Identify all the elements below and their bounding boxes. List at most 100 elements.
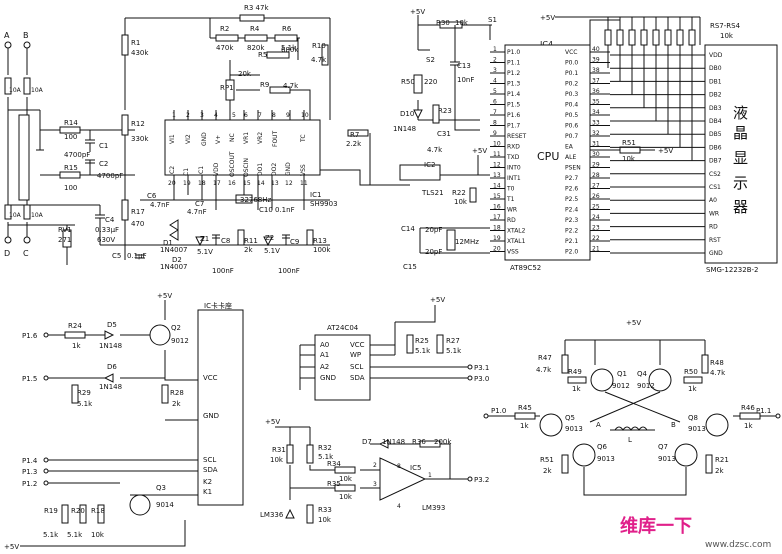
port-p32-label: P3.2: [474, 476, 489, 484]
ic1-pin-fout: FOUT: [272, 130, 279, 147]
cpu-label: CPU: [537, 150, 559, 163]
d10-label: D10: [400, 110, 414, 118]
r33-label: R33: [318, 506, 332, 514]
r45-label: R45: [518, 404, 532, 412]
port-p12[interactable]: [43, 480, 49, 486]
diode-d1: [169, 219, 179, 231]
rv1: [62, 229, 72, 248]
shunt-resistor: [18, 114, 30, 201]
mcu-right-pin-label: P0.5: [565, 112, 578, 119]
ic5-part: LM393: [422, 504, 445, 512]
d5-value: 1N148: [99, 342, 122, 350]
mcu-right-pin-num: 32: [592, 130, 600, 137]
lcd-char-2: 晶: [733, 124, 748, 142]
mcu-left-pin-num: 8: [493, 120, 497, 127]
mcu-right-pin-num: 35: [592, 99, 600, 106]
r35-value: 10k: [339, 493, 353, 501]
r9-value: 4.7k: [283, 82, 299, 90]
r49-value: 1k: [572, 385, 581, 393]
r27-label: R27: [446, 337, 460, 345]
port-p10-hb[interactable]: [483, 413, 489, 419]
port-p11-hb[interactable]: [775, 413, 781, 419]
port-p13[interactable]: [43, 468, 49, 474]
lcd-part: SMG-12232B-2: [706, 266, 758, 274]
r29-label: R29: [77, 389, 91, 397]
lcd-pin-label: VDD: [709, 52, 723, 59]
port-p14[interactable]: [43, 457, 49, 463]
r51-value: 10k: [622, 155, 636, 163]
ic1-pin-vi2: VI2: [185, 134, 192, 144]
r23: [432, 104, 440, 124]
pullup-resistor: [604, 29, 612, 46]
d10-value: 1N148: [393, 125, 416, 133]
ic1-sh9903: IC1 SH9903 VI1 VI2 GND V+ NC VR1 VR2 FOU…: [164, 110, 338, 210]
terminal-a[interactable]: [4, 41, 12, 49]
r15-value: 100: [64, 184, 77, 192]
mcu-left-pin-label: P1.6: [507, 112, 520, 119]
ic-card-section: IC卡卡座 VCC GND SCL SDA K2 K1 +5V Q2 9012 …: [4, 292, 244, 551]
lcd-pin-label: DB5: [709, 131, 722, 138]
terminal-c[interactable]: [23, 236, 31, 244]
mcu-left-pin-num: 2: [493, 57, 497, 64]
mcu-right-pin-num: 38: [592, 67, 600, 74]
port-p15[interactable]: [43, 375, 49, 381]
mcu-left-pin-num: 10: [493, 141, 501, 148]
mcu-left-pin-num: 20: [493, 246, 501, 253]
terminal-b[interactable]: [23, 41, 31, 49]
q3: [129, 494, 151, 516]
ic4-body: [504, 44, 591, 261]
crystal-12mhz-label: 12MHz: [455, 238, 479, 246]
mcu-right-pin-label: P0.2: [565, 81, 578, 88]
terminal-d[interactable]: [4, 236, 12, 244]
r48-label: R48: [710, 359, 724, 367]
mcu-left-pin-label: WR: [507, 207, 517, 214]
q5-value: 9013: [565, 425, 583, 433]
ic1-pin-vi1: VI1: [169, 134, 176, 144]
r33-value: 10k: [318, 516, 332, 524]
port-p30-label: P3.0: [474, 375, 489, 383]
eeprom-vcc: VCC: [350, 341, 365, 349]
r2-label: R2: [220, 25, 229, 33]
r13-label: R13: [313, 237, 327, 245]
r50-label: R50: [684, 368, 698, 376]
ic1-pin-vr2: VR2: [257, 132, 264, 144]
port-p31[interactable]: [467, 364, 473, 370]
r34-comp: [334, 466, 356, 474]
lcd-pin-label: DB2: [709, 92, 722, 99]
ic-card-pin-gnd: GND: [203, 412, 219, 420]
port-p30[interactable]: [467, 375, 473, 381]
r24: [64, 331, 86, 339]
c9-label: C9: [290, 238, 299, 246]
c8-value: 100nF: [212, 267, 234, 275]
r4-value: 820k: [247, 44, 265, 52]
lcd-char-3: 显: [733, 149, 748, 167]
lcd-pins: VDDDB0DB1DB2DB3DB4DB5DB6DB7CS2CS1A0WRRDR…: [610, 52, 723, 257]
mcu-right-pin-label: P0.6: [565, 123, 578, 130]
r32-label: R32: [318, 444, 332, 452]
mcu-right-pin-num: 31: [592, 141, 600, 148]
r25-label: R25: [415, 337, 429, 345]
r33-comp: [306, 504, 314, 524]
mcu-left-pin-label: INT0: [507, 165, 521, 172]
port-p16[interactable]: [43, 332, 49, 338]
comparator-section: +5V R31 10k R32 5.1k R34 10k R35 10k R33…: [260, 418, 489, 524]
c6-value: 4.7nF: [150, 201, 170, 209]
port-p32[interactable]: [467, 476, 473, 482]
r10-value: 4.7k: [311, 56, 327, 64]
mcu-right-pin-num: 21: [592, 246, 600, 253]
mcu-left-pin-num: 9: [493, 130, 497, 137]
ic1-pin-oscin: OSCIN: [243, 158, 250, 177]
terminal-b-label: B: [23, 31, 29, 40]
ic1-pin-gnd2: GND: [285, 162, 292, 176]
lcd-pin-label: DB4: [709, 118, 722, 125]
lcd-pullup-resistors: [604, 17, 696, 161]
mcu-left-pin-num: 13: [493, 172, 501, 179]
ic1-part: SH9903: [310, 200, 338, 208]
mcu-right-pin-label: EA: [565, 144, 574, 151]
mcu-right-pins: 40VCC39P0.038P0.137P0.236P0.335P0.434P0.…: [565, 46, 610, 256]
mcu-left-pin-label: P1.1: [507, 60, 520, 67]
r20-value: 5.1k: [67, 531, 83, 539]
r51-hb-label: R51: [540, 456, 554, 464]
r23-value: 4.7k: [427, 146, 443, 154]
mcu-left-pin-num: 5: [493, 88, 497, 95]
